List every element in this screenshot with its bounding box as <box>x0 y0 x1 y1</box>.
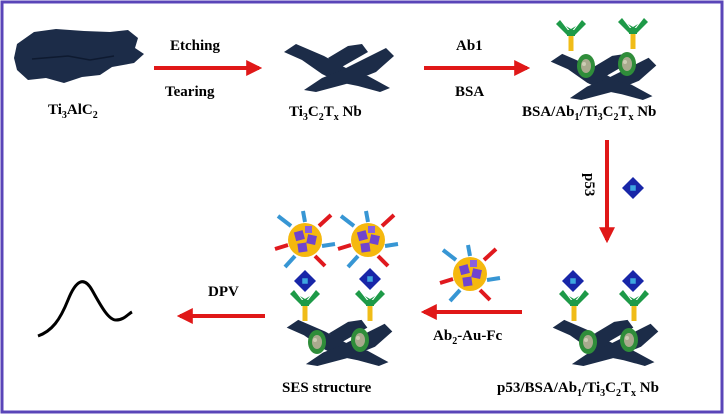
au-fc-label-icon <box>438 243 502 303</box>
dpv-label: DPV <box>208 284 239 300</box>
ab2-au-fc-label: Ab2-Au-Fc <box>433 328 503 347</box>
captured-electrode-label: p53/BSA/Ab1/Ti3C2Tx Nb <box>497 380 659 399</box>
p53-step-label: p53 <box>581 173 597 196</box>
nanobelt-icon <box>284 44 394 92</box>
nanobelt-label: Ti3C2Tx Nb <box>289 104 362 123</box>
precursor-label: Ti3AlC2 <box>48 102 98 121</box>
bsa-icon <box>577 54 595 78</box>
bsa-icon <box>620 328 638 352</box>
bsa-icon <box>579 330 597 354</box>
antibody-icon <box>355 290 385 321</box>
bsa-icon <box>618 52 636 76</box>
p53-icon <box>622 270 644 292</box>
p53-icon <box>622 177 644 199</box>
antibody-icon <box>290 290 320 321</box>
antibody-icon <box>559 290 589 321</box>
au-fc-label-icon <box>336 209 400 269</box>
tearing-label: Tearing <box>165 84 215 100</box>
bsa-icon <box>351 328 369 352</box>
nanobelt-icon <box>286 319 393 366</box>
au-fc-label-icon <box>273 209 337 269</box>
ab1-label: Ab1 <box>456 38 483 54</box>
antibody-icon <box>619 290 649 321</box>
mxene-sheet-icon <box>13 28 145 84</box>
ses-structure-label: SES structure <box>282 380 372 396</box>
modified-electrode-label: BSA/Ab1/Ti3C2Tx Nb <box>522 104 656 123</box>
etching-label: Etching <box>170 38 221 54</box>
nanobelt-icon <box>550 53 657 100</box>
bsa-icon <box>308 330 326 354</box>
antibody-icon <box>618 18 648 49</box>
p53-icon <box>294 270 316 292</box>
nanobelt-icon <box>552 319 659 366</box>
dpv-peak-icon <box>37 280 133 338</box>
antibody-icon <box>556 20 586 51</box>
bsa-label: BSA <box>455 84 484 100</box>
p53-icon <box>359 268 381 290</box>
p53-icon <box>562 270 584 292</box>
